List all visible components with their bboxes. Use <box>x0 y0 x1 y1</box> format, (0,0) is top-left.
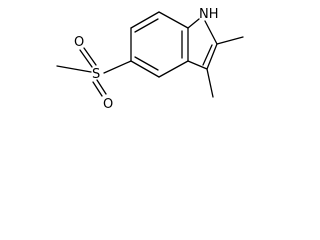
bond-c4-c5-inner <box>134 56 159 71</box>
atom-label-nh: NH <box>199 7 219 22</box>
bond-c5-sulfur <box>103 60 132 74</box>
atom-label-oxygen-bottom: O <box>103 97 113 112</box>
bond-c2-c3-inner <box>202 44 213 66</box>
methyl-c2-bond <box>216 36 244 45</box>
bond-c4-c5 <box>130 60 160 78</box>
bond-sulfur-oxygen-top-a <box>83 47 97 66</box>
bond-c7a-n1 <box>187 18 200 29</box>
bond-c6-c7-inner <box>134 18 159 33</box>
bond-sulfur-oxygen-top-b <box>79 49 93 68</box>
pyrrole-ring <box>187 18 218 70</box>
methyl-sulfur-bond <box>56 65 92 73</box>
benzene-ring <box>130 11 189 78</box>
molecule-structure-diagram: NH S O O <box>56 7 244 112</box>
methyl-c3-bond <box>206 68 214 98</box>
bond-c7-c7a <box>158 11 189 29</box>
structure-canvas: NH S O O <box>0 0 246 135</box>
atom-label-oxygen-top: O <box>74 35 84 50</box>
atom-label-sulfur: S <box>92 67 100 82</box>
bond-c6-c7 <box>130 11 160 29</box>
bond-c3-c3a <box>187 60 208 70</box>
bond-c3a-c4 <box>158 60 189 78</box>
bond-sulfur-oxygen-bottom-b <box>92 81 103 97</box>
bond-n1-c2 <box>204 20 218 45</box>
bond-c2-c3 <box>206 43 218 70</box>
bond-sulfur-oxygen-bottom-a <box>96 79 107 95</box>
